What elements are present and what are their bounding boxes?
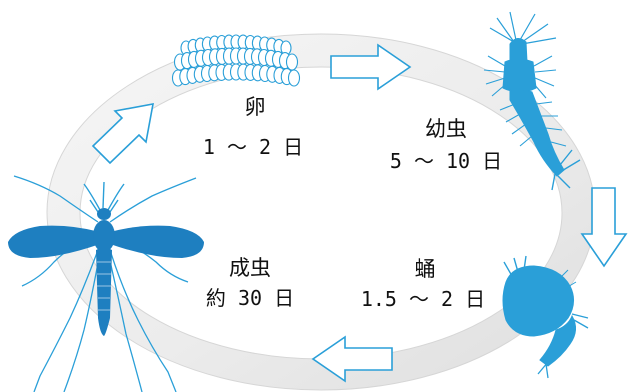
label-pupa: 蛹 1.5 ～ 2 日 xyxy=(361,257,485,311)
mosquito-legs xyxy=(13,175,197,392)
egg xyxy=(285,53,299,71)
arrow-left-icon[interactable] xyxy=(311,335,393,383)
egg-name: 卵 xyxy=(245,95,266,119)
mosquito-thorax xyxy=(93,220,115,252)
pupa-duration: 1.5 ～ 2 日 xyxy=(361,287,485,311)
egg-duration: 1 ～ 2 日 xyxy=(203,135,303,159)
larva-bristles xyxy=(483,55,567,147)
larva-icon xyxy=(483,11,581,191)
mosquito-icon xyxy=(8,175,204,392)
arrow-right-icon[interactable] xyxy=(330,43,412,91)
mosquito-wing-right xyxy=(110,225,204,258)
pupa-icon xyxy=(502,255,589,379)
arrow-down-icon[interactable] xyxy=(580,187,628,268)
label-larva: 幼虫 5 ～ 10 日 xyxy=(390,117,502,173)
mosquito-head xyxy=(97,208,111,220)
adult-name: 成虫 xyxy=(229,256,271,280)
egg-raft-icon xyxy=(171,34,301,87)
adult-duration: 約 30 日 xyxy=(206,286,294,310)
label-adult: 成虫 約 30 日 xyxy=(206,256,294,310)
pupa-name: 蛹 xyxy=(415,257,436,281)
mosquito-antennae xyxy=(83,181,125,213)
larva-name: 幼虫 xyxy=(425,117,467,141)
label-egg: 卵 1 ～ 2 日 xyxy=(203,95,303,159)
mosquito-wing-left xyxy=(8,225,100,258)
egg xyxy=(287,69,301,87)
larva-duration: 5 ～ 10 日 xyxy=(390,149,502,173)
arrow-up-right-icon[interactable] xyxy=(91,103,154,165)
mosquito-abdomen xyxy=(96,248,112,336)
